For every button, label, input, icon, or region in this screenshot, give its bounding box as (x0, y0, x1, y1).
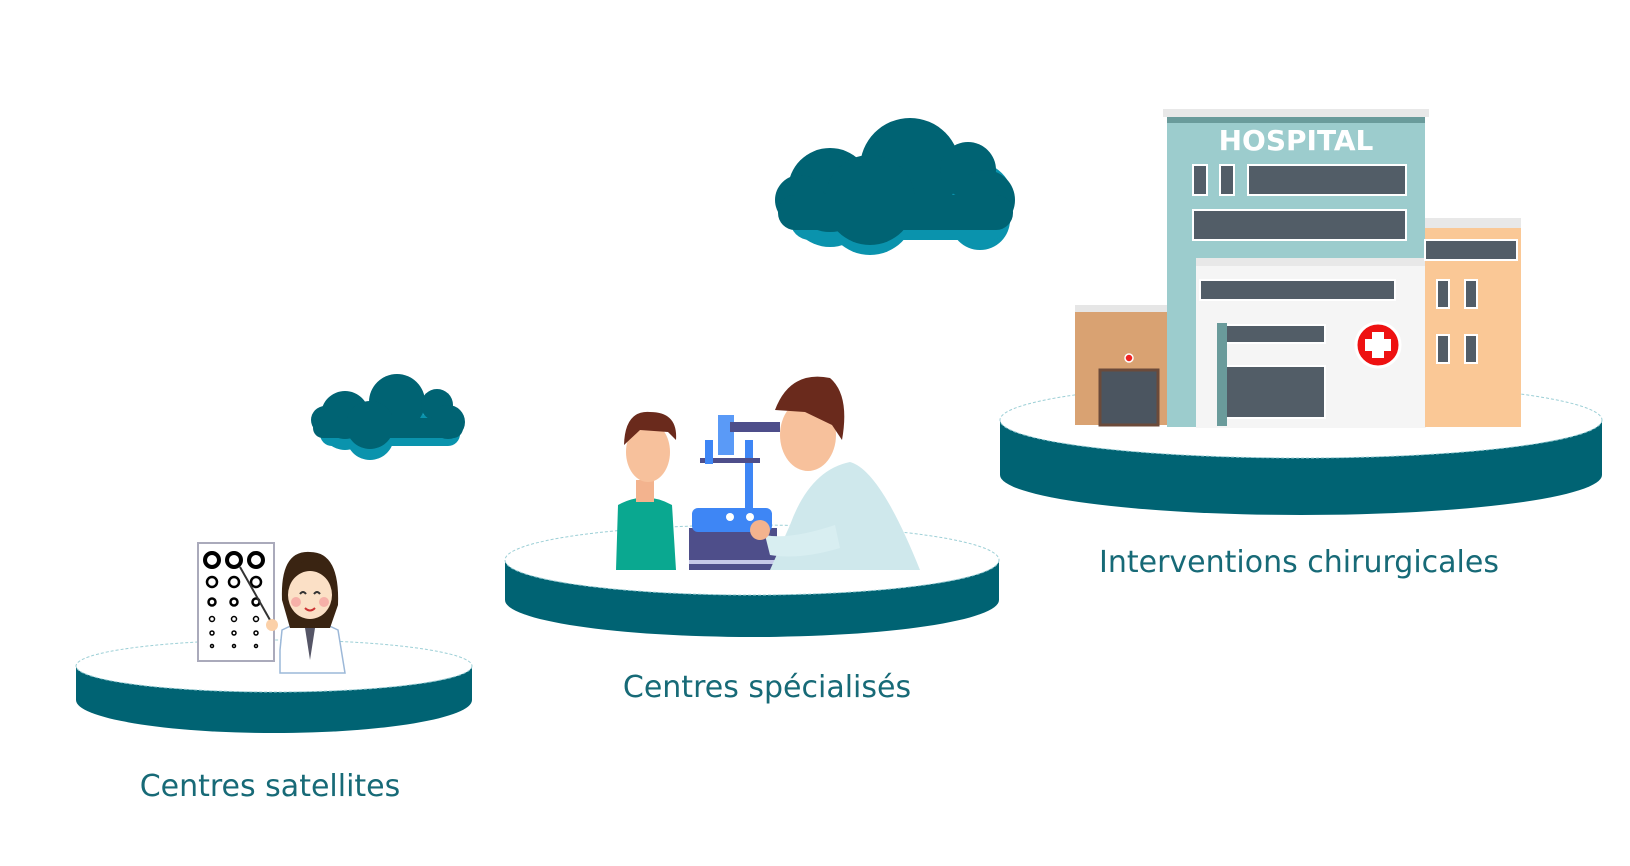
hospital-building-illustration: HOSPITAL (1075, 109, 1521, 428)
tier-label-surgical: Interventions chirurgicales (1099, 545, 1499, 580)
small-cloud-icon (311, 374, 465, 460)
eye-exam-specialist-illustration (616, 376, 920, 570)
tier-label-satellite: Centres satellites (140, 769, 401, 804)
large-cloud-icon (775, 118, 1015, 255)
platform-satellite (75, 639, 473, 733)
hospital-sign: HOSPITAL (1219, 124, 1374, 157)
tier-label-specialized: Centres spécialisés (623, 670, 911, 705)
eye-chart-doctor-illustration (197, 542, 346, 674)
